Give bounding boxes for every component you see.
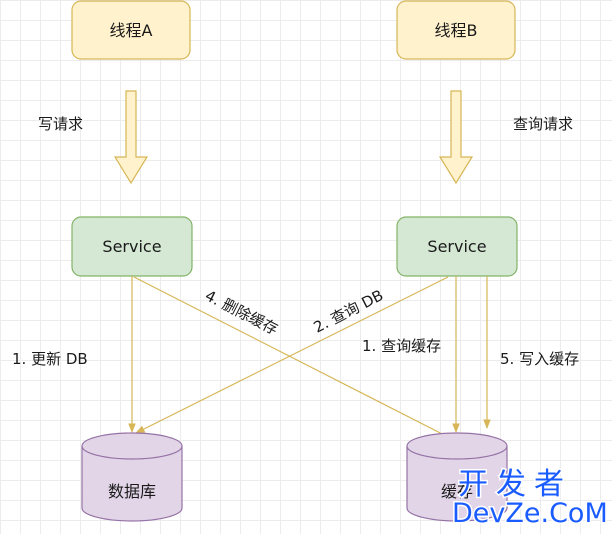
database-label: 数据库 [108, 482, 156, 501]
delete-cache-arrow [133, 276, 455, 441]
thread-a-node[interactable]: 线程A [71, 0, 191, 60]
query-request-arrow [438, 90, 474, 185]
service-right-label: Service [427, 237, 486, 256]
watermark: 开发者 DevZe.CoM [451, 466, 610, 531]
step1-update-db-label: 1. 更新 DB [12, 350, 88, 368]
thread-a-label: 线程A [110, 21, 153, 40]
write-request-arrow [113, 90, 149, 185]
query-request-label: 查询请求 [513, 115, 573, 133]
write-request-label: 写请求 [38, 115, 83, 133]
cache-node[interactable]: 缓存 [406, 432, 508, 522]
thread-b-node[interactable]: 线程B [396, 0, 516, 60]
service-left-node[interactable]: Service [71, 216, 193, 277]
cache-label: 缓存 [441, 482, 473, 501]
step4-delete-cache-label: 4. 删除缓存 [202, 287, 281, 339]
step1-query-cache-label: 1. 查询缓存 [362, 337, 441, 355]
step2-query-db-label: 2. 查询 DB [311, 286, 387, 336]
watermark-en: DevZe.CoM [452, 498, 608, 529]
service-right-node[interactable]: Service [396, 216, 518, 277]
watermark-cn: 开发者 [458, 467, 572, 502]
service-left-label: Service [102, 237, 161, 256]
query-db-arrow [135, 276, 449, 434]
thread-b-label: 线程B [435, 21, 478, 40]
step5-write-cache-label: 5. 写入缓存 [500, 350, 579, 368]
database-node[interactable]: 数据库 [81, 432, 183, 522]
